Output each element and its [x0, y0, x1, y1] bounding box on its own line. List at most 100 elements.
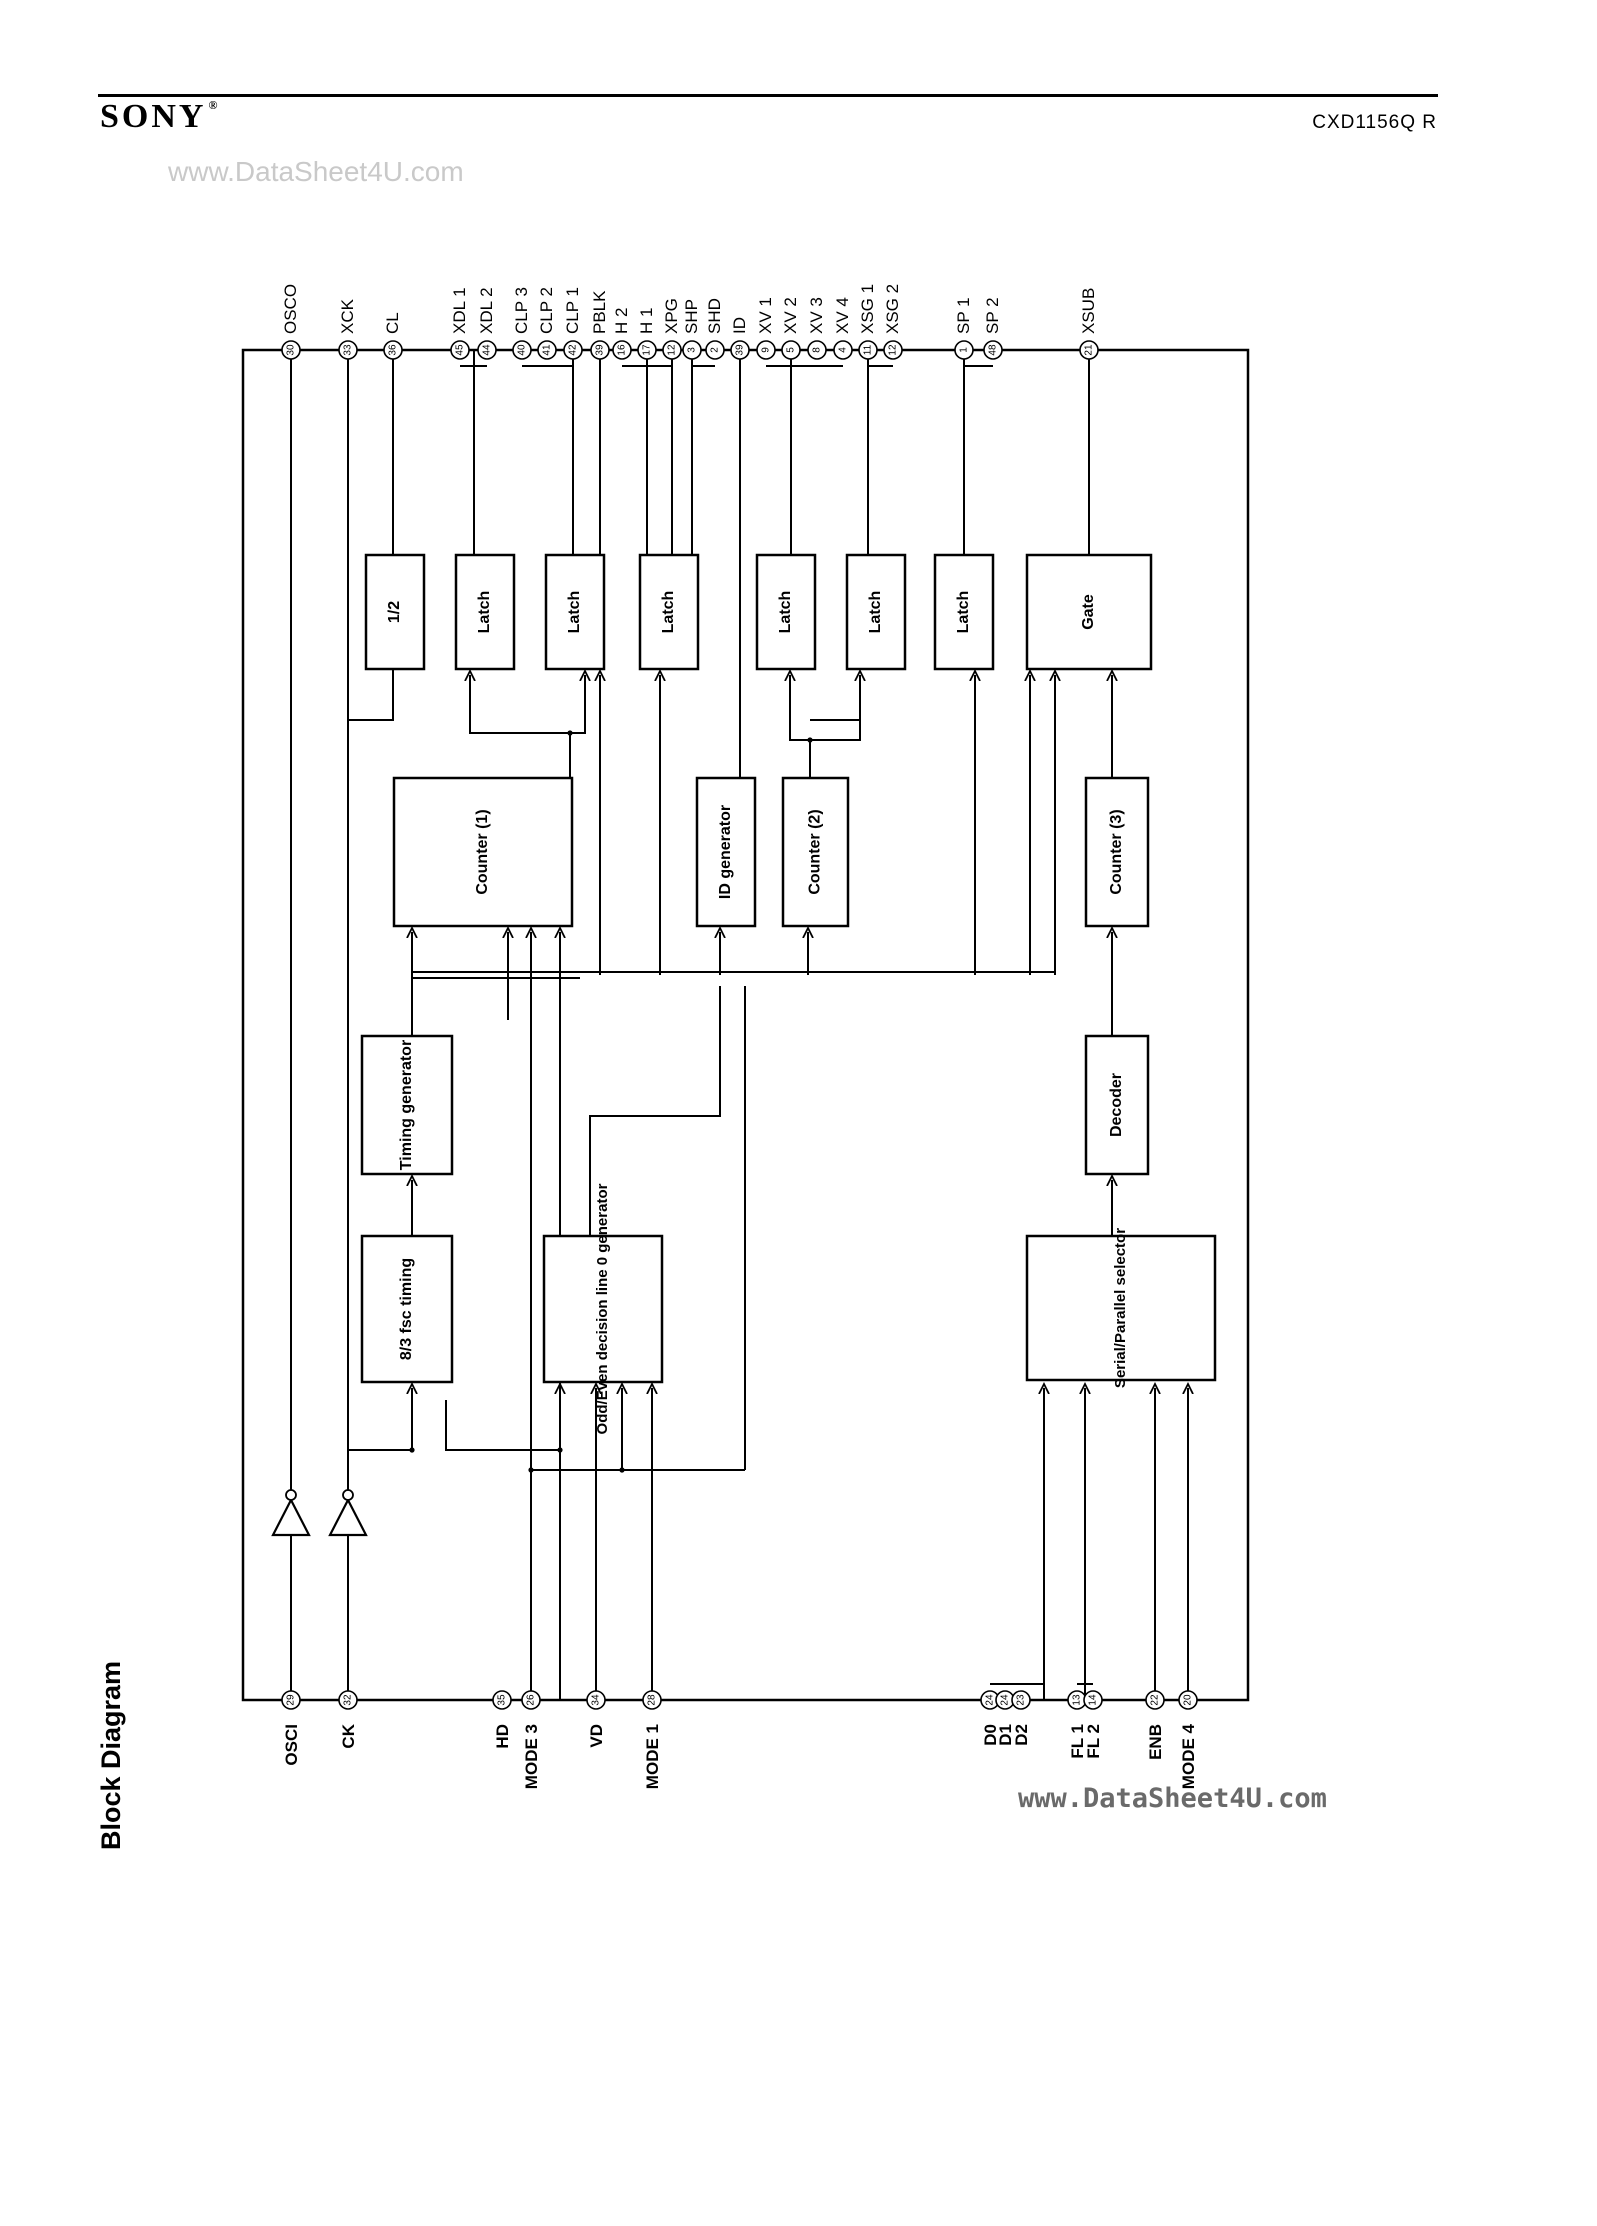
block-latch_d: Latch [755, 553, 817, 671]
pin-number: 12 [888, 344, 899, 356]
pin-number: 12 [667, 344, 678, 356]
pin-number: 21 [1084, 344, 1095, 356]
wire-oddeven-in1 [445, 1388, 560, 1451]
pin-number: 2 [710, 347, 721, 353]
top-pin: 42 CLP 1 [563, 287, 583, 360]
block-label: Latch [660, 591, 677, 634]
block-div2: 1/2 [364, 553, 426, 671]
pin-number: 11 [863, 344, 874, 355]
pin-number: 48 [988, 344, 999, 356]
block-label: Latch [476, 591, 493, 634]
pin-name: D1 [996, 1724, 1015, 1746]
pin-name: ENB [1146, 1724, 1165, 1760]
block-serpar: Serial/Parallel selector [1025, 1228, 1217, 1388]
block-label: Timing generator [398, 1040, 415, 1170]
pin-number: 3 [687, 347, 698, 353]
pin-name: CLP 2 [537, 287, 556, 334]
top-pin: 4XV 4 [833, 297, 853, 360]
top-pin: 33 XCK [338, 298, 358, 360]
top-pin: 5XV 2 [781, 297, 801, 360]
pin-name: CL [383, 312, 402, 334]
pin-number: 32 [343, 1694, 354, 1706]
top-pin: 2 SHD [705, 298, 725, 360]
pin-number: 42 [568, 344, 579, 356]
pin-number: 14 [1088, 1694, 1099, 1706]
block-fsc: 8/3 fsc timing [360, 1234, 454, 1384]
ck-buffer-bubble [342, 1489, 354, 1501]
pin-number: 29 [286, 1694, 297, 1706]
block-idgen: ID generator [695, 776, 757, 928]
pin-name: MODE 4 [1179, 1723, 1198, 1789]
pin-name: SP 2 [983, 297, 1002, 334]
top-pin: 30 OSCO [281, 284, 301, 360]
pin-name: OSCI [282, 1724, 301, 1766]
pin-name: SHD [705, 298, 724, 334]
pin-number: 13 [1072, 1694, 1083, 1706]
block-counter2: Counter (2) [781, 776, 850, 928]
pin-number: 23 [1016, 1694, 1027, 1706]
block-decoder: Decoder [1084, 1034, 1150, 1176]
pin-number: 24 [985, 1694, 996, 1706]
pin-number: 24 [1000, 1694, 1011, 1706]
block-latch_b: Latch [544, 553, 606, 671]
block-oddeven: Odd/Even decision line 0 generator [542, 1183, 664, 1434]
top-pin: 39 PBLK [590, 290, 610, 360]
pin-name: H 2 [612, 308, 631, 334]
top-pin: 16 H 2 [612, 308, 632, 360]
pin-name: XV 2 [781, 297, 800, 334]
pin-name: XDL 2 [477, 287, 496, 334]
pin-number: 41 [542, 344, 553, 356]
pin-name: PBLK [590, 290, 609, 334]
pin-name: FL 2 [1084, 1724, 1103, 1759]
pin-name: XSG 2 [883, 284, 902, 334]
pin-name: XDL 1 [450, 287, 469, 334]
pin-number: 30 [286, 344, 297, 356]
top-pin: 12 XSG 2 [883, 284, 903, 360]
block-label: Latch [777, 591, 794, 634]
part-number: CXD1156Q R [1312, 112, 1437, 133]
pin-name: XCK [338, 298, 357, 334]
pin-number: 16 [617, 344, 628, 356]
pin-number: 39 [735, 344, 746, 356]
pin-name: XSG 1 [858, 284, 877, 334]
pin-number: 39 [595, 344, 606, 356]
block-latch_f: Latch [933, 553, 995, 671]
block-label: 8/3 fsc timing [398, 1258, 415, 1360]
osci-buffer [271, 1497, 311, 1537]
block-label: Serial/Parallel selector [1112, 1228, 1129, 1388]
block-label: Counter (3) [1108, 809, 1125, 894]
wire-div2-in [348, 669, 394, 721]
top-pin: 11 XSG 1 [858, 284, 878, 360]
top-pin: 9XV 1 [756, 297, 776, 360]
pin-name: SP 1 [954, 297, 973, 334]
wire-latch-b-in [570, 675, 585, 734]
block-label: Counter (2) [807, 809, 824, 894]
pin-name: VD [587, 1724, 606, 1748]
pin-name: XV 1 [756, 297, 775, 334]
bottom-pin: 14 FL 2 [1083, 1690, 1103, 1759]
block-counter3: Counter (3) [1084, 776, 1150, 928]
block-gate: Gate [1025, 553, 1153, 671]
top-pin: 8XV 3 [807, 297, 827, 360]
block-counter1: Counter (1) [392, 776, 574, 928]
pin-name: OSCO [281, 284, 300, 334]
brand-logo: SONY® [100, 98, 218, 135]
pin-name: D0 [981, 1724, 1000, 1746]
pin-number: 33 [343, 344, 354, 356]
pin-number: 4 [838, 347, 849, 353]
top-pin: 41 CLP 2 [537, 287, 557, 360]
pin-number: 8 [812, 347, 823, 353]
pin-number: 20 [1183, 1694, 1194, 1706]
pin-name: CLP 1 [563, 287, 582, 334]
